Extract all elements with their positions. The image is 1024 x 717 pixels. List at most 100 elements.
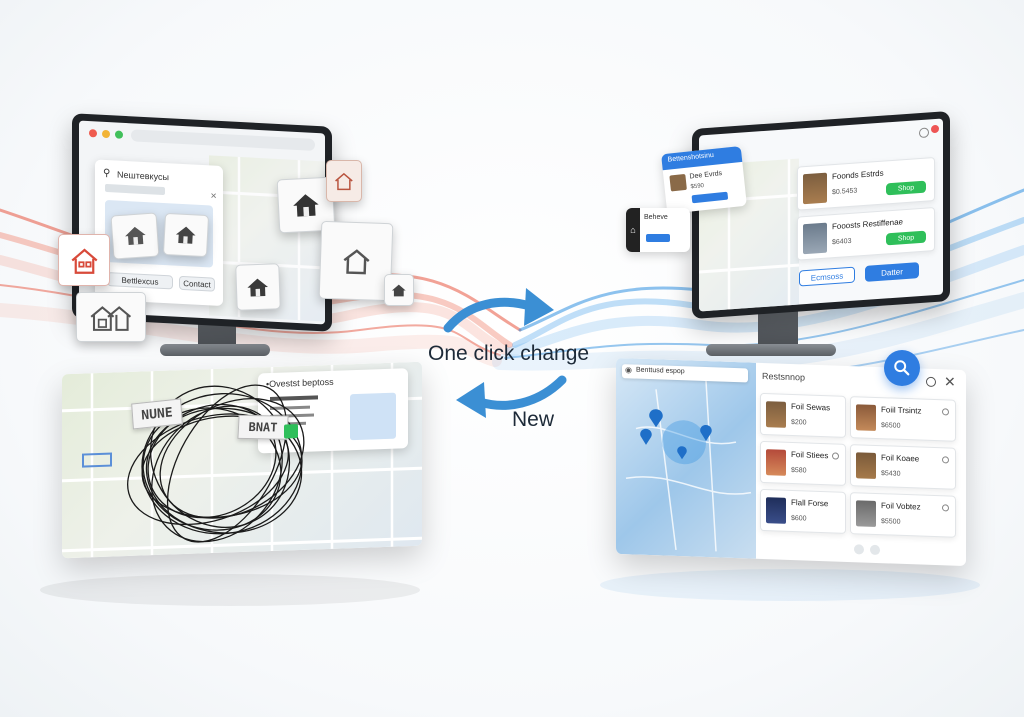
sticker-label: BNAT [237, 414, 289, 440]
house-tile [384, 274, 414, 306]
info-icon[interactable] [926, 376, 936, 388]
house-photo [856, 500, 876, 527]
popup-action-button[interactable] [691, 191, 729, 204]
house-photo [803, 172, 827, 205]
arrow-left-icon [475, 375, 567, 410]
house-icon [124, 227, 146, 246]
house-tile [110, 212, 160, 260]
house-photo [803, 222, 827, 255]
map-pin-icon [700, 425, 712, 442]
info-icon[interactable] [942, 408, 949, 416]
pagination-dot[interactable] [870, 544, 880, 556]
map-pin-icon [677, 446, 687, 460]
search-icon [894, 360, 910, 376]
outline-button[interactable]: Ecmsoss [799, 266, 855, 287]
result-card[interactable]: Foil Vobtez $5500 [850, 492, 956, 538]
new-monitor-stand-base [706, 344, 836, 356]
house-icon [176, 226, 196, 244]
house-photo [856, 452, 876, 479]
info-icon[interactable] [942, 456, 949, 464]
window-controls [89, 129, 123, 139]
result-price: $6500 [881, 422, 901, 430]
popup-item-price: $590 [690, 183, 705, 191]
close-dot[interactable] [89, 129, 97, 138]
result-card[interactable]: Foil Sewas $200 [760, 392, 846, 438]
listing-price: $0.5453 [832, 187, 858, 197]
settings-icon[interactable] [919, 127, 929, 139]
result-title: Foil Koaee [881, 453, 920, 464]
pagination-dot[interactable] [854, 544, 864, 555]
listing-title: Fооnds Estrds [832, 168, 884, 182]
listing-action-button[interactable]: Shop [886, 180, 926, 196]
result-card[interactable]: Foil Stiees $580 [760, 440, 846, 486]
map-search-text: Benttusd espop [636, 366, 685, 376]
location-icon: ◉ [625, 365, 632, 375]
result-title: Flall Forse [791, 498, 829, 509]
result-price: $5500 [881, 518, 901, 526]
result-card[interactable]: Foiil Trsintz $6500 [850, 396, 956, 442]
result-price: $600 [791, 515, 807, 523]
info-icon[interactable] [942, 504, 949, 512]
result-price: $580 [791, 467, 807, 475]
popup-item-title: Dee Evrds [689, 170, 723, 181]
mini-map [350, 392, 396, 441]
result-price: $200 [791, 419, 807, 427]
new-popup-card[interactable]: Bettenshotsinu Dee Evrds $590 [661, 145, 747, 215]
result-card[interactable]: Flall Forse $600 [760, 488, 846, 534]
new-label: New [512, 408, 555, 431]
home-icon: ⌂ [626, 208, 640, 252]
house-outline-icon [335, 172, 353, 191]
old-search-text[interactable]: Nештевкусы [117, 169, 169, 183]
house-icon [293, 194, 319, 217]
new-listing-card[interactable]: Fooosts Restiffenae $6403 Shop [797, 207, 935, 261]
new-results-panel: Benttusd espop ◉ Restsnnop ✕ Foil Sewas … [616, 357, 966, 567]
info-icon[interactable] [832, 452, 839, 460]
result-card[interactable]: Foil Koaee $5430 [850, 444, 956, 490]
result-price: $5430 [881, 470, 901, 478]
map-pins [625, 381, 752, 552]
old-button-left[interactable]: Bettlexcus [107, 272, 173, 290]
house-icon [392, 284, 406, 296]
listing-action-button[interactable]: Shop [886, 230, 926, 246]
old-map-panel: •Ovestst beptoss NUNE BNAT [62, 361, 422, 559]
sticker-label: NUNE [131, 398, 183, 430]
notification-badge [931, 124, 939, 134]
result-title: Foil Stiees [791, 450, 829, 461]
close-icon[interactable]: ✕ [210, 191, 217, 201]
listing-price: $6403 [832, 237, 852, 247]
search-fab[interactable] [884, 350, 920, 386]
primary-button[interactable]: Datter [865, 262, 919, 282]
house-tile [76, 292, 146, 342]
houses-outline-icon [90, 306, 132, 332]
new-side-card: ⌂ Beheve [626, 208, 690, 252]
house-tile [276, 176, 336, 234]
house-photo [766, 449, 786, 476]
red-house-tile [326, 160, 362, 202]
old-button-right[interactable]: Contact [179, 275, 215, 292]
search-icon: ⚲ [103, 167, 111, 180]
one-click-change-label: One click change [428, 342, 590, 365]
new-listing-card[interactable]: Fооnds Estrds $0.5453 Shop [797, 157, 935, 211]
minimize-dot[interactable] [102, 129, 110, 139]
tangled-scribble [127, 384, 305, 543]
maximize-dot[interactable] [115, 130, 123, 139]
house-tile [162, 212, 210, 258]
result-title: Foil Vobtez [881, 501, 921, 512]
url-bar[interactable] [131, 129, 315, 151]
map-pin-icon [640, 428, 652, 445]
new-monitor: Fооnds Estrds $0.5453 Shop Fooosts Resti… [692, 110, 950, 320]
close-icon[interactable]: ✕ [944, 373, 956, 390]
house-photo [766, 401, 786, 428]
house-icon [247, 278, 269, 297]
house-tile [235, 263, 281, 311]
green-tag-icon [284, 424, 298, 439]
house-photo [766, 497, 786, 524]
house-tile [318, 220, 394, 302]
house-photo [856, 404, 876, 431]
map-selection-box [82, 452, 112, 468]
placeholder-line [105, 183, 165, 196]
result-title: Foiil Trsintz [881, 405, 922, 416]
side-card-button[interactable] [646, 234, 670, 242]
listing-title: Fooosts Restiffenae [832, 217, 904, 232]
